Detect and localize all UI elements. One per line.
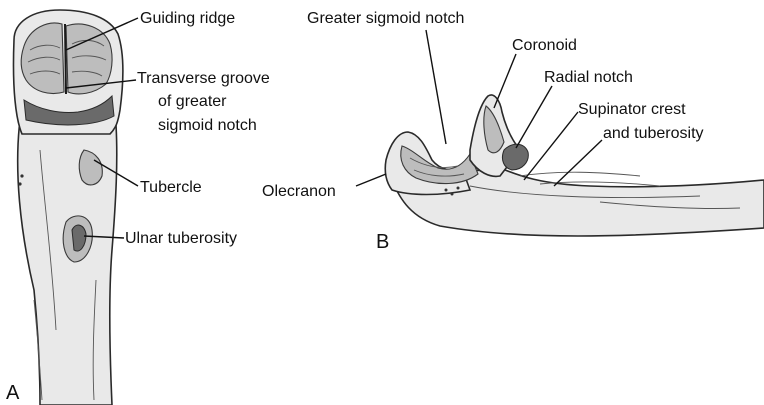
panel-a-illustration [13,10,122,405]
label-transverse-groove-line3: sigmoid notch [158,117,257,134]
label-tubercle: Tubercle [140,179,202,196]
label-guiding-ridge: Guiding ridge [140,10,235,27]
label-supinator-line1: Supinator crest [578,101,686,118]
leader-radial-notch [516,86,552,148]
panel-letter-a: A [6,382,20,404]
leader-supinator-2 [554,140,602,186]
label-supinator-line2: and tuberosity [603,125,704,142]
label-coronoid: Coronoid [512,37,577,54]
panel-letter-b: B [376,231,389,253]
label-olecranon: Olecranon [262,183,336,200]
leader-coronoid [494,54,516,108]
label-ulnar-tuberosity: Ulnar tuberosity [125,230,237,247]
leader-greater-sigmoid-notch [426,30,446,144]
label-greater-sigmoid-notch: Greater sigmoid notch [307,10,464,27]
label-radial-notch: Radial notch [544,69,633,86]
leader-olecranon [356,174,386,186]
label-transverse-groove-line2: of greater [158,93,227,110]
label-transverse-groove-line1: Transverse groove [137,70,270,87]
